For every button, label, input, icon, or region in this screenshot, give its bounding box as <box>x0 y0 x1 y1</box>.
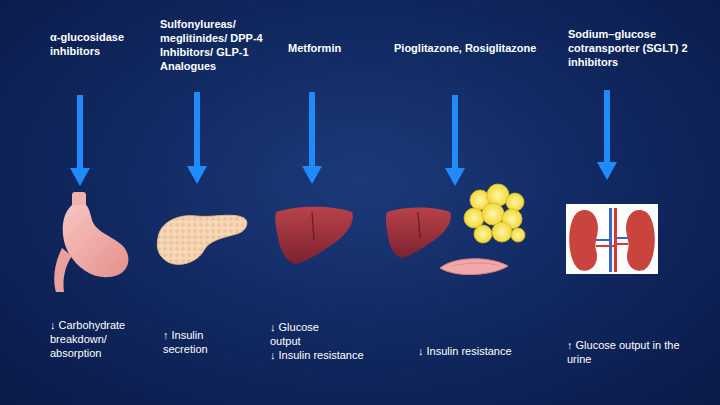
arrows <box>70 90 617 186</box>
liver-icon <box>275 207 353 264</box>
drug-class-heading: α-glucosidase inhibitors <box>50 30 140 58</box>
stomach-icon <box>54 192 128 292</box>
effect-caption: ↓ Glucose output <box>270 320 332 348</box>
effect-caption: ↓ Insulin resistance <box>418 344 538 358</box>
fat-cells-icon <box>464 184 525 243</box>
effect-caption: ↓ Insulin resistance <box>270 348 380 362</box>
effect-caption: ↑ Glucose output in the urine <box>567 338 702 366</box>
drug-class-heading: Metformin <box>288 41 368 55</box>
kidneys-icon <box>566 204 658 274</box>
liver-icon <box>386 207 451 258</box>
muscle-icon <box>440 259 508 275</box>
effect-caption: ↓ Carbohydrate breakdown/ absorption <box>50 318 160 360</box>
pancreas-icon <box>157 215 247 264</box>
effect-caption: ↑ Insulin secretion <box>163 328 243 356</box>
drug-class-heading: Sodium–glucose cotransporter (SGLT) 2 in… <box>568 27 708 69</box>
drug-class-heading: Sulfonylureas/ meglitinides/ DPP-4 Inhib… <box>160 17 278 73</box>
drug-class-heading: Pioglitazone, Rosiglitazone <box>394 41 559 55</box>
